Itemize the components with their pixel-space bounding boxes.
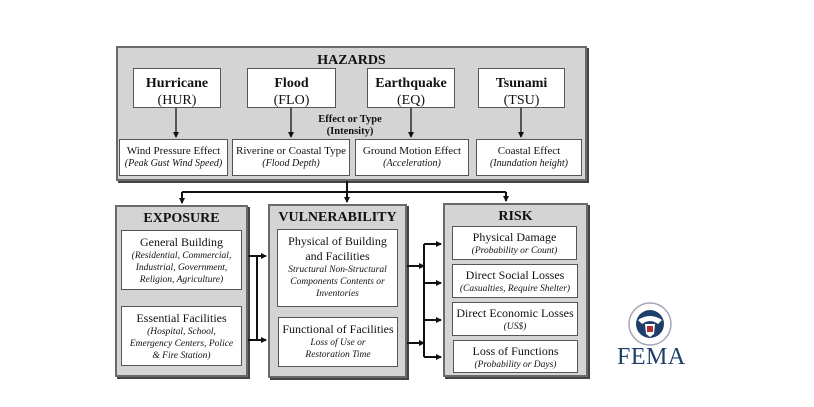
effect-subtitle: (Flood Depth) (262, 158, 320, 169)
risk-physical-damage: Physical Damage (Probability or Count) (452, 226, 577, 260)
vulnerability-physical: Physical of Building and Facilities Stru… (277, 229, 398, 307)
item-title: Essential Facilities (136, 311, 227, 325)
effect-type-label: Effect or Type (Intensity) (315, 114, 385, 138)
fema-logo-text: FEMA (617, 344, 686, 370)
risk-direct-social-losses: Direct Social Losses (Casualties, Requir… (452, 264, 578, 298)
effect-title: Coastal Effect (497, 145, 561, 157)
hazard-code: (TSU) (503, 93, 540, 108)
effect-wind-pressure: Wind Pressure Effect (Peak Gust Wind Spe… (119, 139, 228, 176)
risk-title: RISK (498, 209, 533, 224)
effect-subtitle: (Peak Gust Wind Speed) (124, 158, 223, 169)
effect-riverine-coastal: Riverine or Coastal Type (Flood Depth) (232, 139, 350, 176)
exposure-title: EXPOSURE (143, 211, 220, 226)
item-subtitle: (Probability or Count) (471, 246, 558, 256)
risk-loss-of-functions: Loss of Functions (Probability or Days) (453, 340, 578, 373)
dhs-seal-icon (628, 302, 672, 346)
effect-title: Wind Pressure Effect (126, 145, 221, 157)
hazard-name: Earthquake (375, 76, 447, 91)
item-subtitle: (Hospital, School, Emergency Centers, Po… (129, 327, 234, 361)
hazard-name: Hurricane (145, 76, 209, 91)
hazard-name: Tsunami (495, 76, 548, 91)
effect-label-line2: (Intensity) (326, 126, 374, 137)
effect-label-line1: Effect or Type (318, 114, 382, 125)
item-subtitle: (US$) (503, 322, 527, 332)
hazard-name: Flood (274, 76, 309, 91)
hazard-tsunami: Tsunami (TSU) (478, 68, 565, 108)
hazard-code: (FLO) (273, 93, 310, 108)
item-subtitle: Loss of Use or Restoration Time (305, 338, 371, 360)
item-subtitle: Structural Non-Structural Components Con… (288, 265, 387, 299)
item-title: Direct Social Losses (465, 268, 565, 282)
effect-title: Riverine or Coastal Type (236, 145, 346, 157)
risk-direct-economic-losses: Direct Economic Losses (US$) (452, 302, 578, 336)
effect-title: Ground Motion Effect (362, 145, 462, 157)
exposure-essential-facilities: Essential Facilities (Hospital, School, … (121, 306, 242, 366)
item-title: Loss of Functions (472, 344, 559, 358)
effect-ground-motion: Ground Motion Effect (Acceleration) (355, 139, 469, 176)
item-title: General Building (140, 235, 223, 249)
vulnerability-functional: Functional of Facilities Loss of Use or … (278, 317, 398, 367)
hazards-title: HAZARDS (317, 53, 386, 68)
hazard-code: (EQ) (397, 93, 425, 108)
item-title: Physical Damage (472, 230, 557, 244)
item-title: Direct Economic Losses (456, 306, 574, 320)
hazard-flood: Flood (FLO) (247, 68, 336, 108)
item-title: Physical of Building and Facilities (288, 234, 387, 263)
effect-subtitle: (Acceleration) (383, 158, 441, 169)
item-subtitle: (Residential, Commercial, Industrial, Go… (131, 251, 232, 285)
item-title: Functional of Facilities (282, 322, 394, 336)
effect-subtitle: (Inundation height) (489, 158, 569, 169)
item-subtitle: (Casualties, Require Shelter) (459, 284, 571, 294)
exposure-general-building: General Building (Residential, Commercia… (121, 230, 242, 290)
effect-coastal: Coastal Effect (Inundation height) (476, 139, 582, 176)
vulnerability-title: VULNERABILITY (278, 210, 397, 225)
item-subtitle: (Probability or Days) (474, 360, 557, 370)
hazard-earthquake: Earthquake (EQ) (367, 68, 455, 108)
hazard-code: (HUR) (157, 93, 197, 108)
hazard-hurricane: Hurricane (HUR) (133, 68, 221, 108)
